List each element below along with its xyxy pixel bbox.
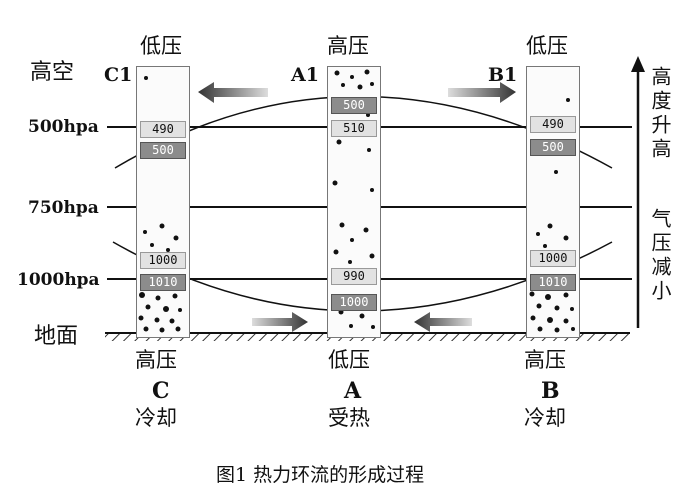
label-bottom-b: 高压: [524, 348, 566, 372]
value-a-500: 500: [331, 97, 377, 114]
air-column-b: [526, 66, 580, 338]
value-c-1010: 1010: [140, 274, 186, 291]
figure-caption: 图1 热力环流的形成过程: [216, 464, 425, 486]
value-c-1000: 1000: [140, 252, 186, 269]
label-high-altitude: 高空: [30, 60, 75, 85]
height-axis-arrowhead: [631, 56, 645, 72]
value-a-510: 510: [331, 120, 377, 137]
label-level-750: 750hpa: [28, 198, 99, 218]
point-letter-c: C: [152, 378, 170, 404]
label-bottom-c: 高压: [135, 348, 177, 372]
label-top-c: 低压: [140, 34, 182, 58]
point-label-c1: C1: [104, 64, 133, 86]
point-letter-a: A: [344, 378, 362, 404]
condition-a: 受热: [328, 406, 370, 430]
label-top-b: 低压: [526, 34, 568, 58]
value-a-1000: 1000: [331, 294, 377, 311]
air-column-c: [136, 66, 190, 338]
value-b-500: 500: [530, 139, 576, 156]
point-label-b1: B1: [488, 64, 518, 86]
arrow-upper-left: [198, 82, 268, 103]
point-label-a1: A1: [291, 64, 319, 86]
label-top-a: 高压: [327, 34, 369, 58]
label-level-1000: 1000hpa: [17, 270, 100, 290]
label-bottom-a: 低压: [328, 348, 370, 372]
label-pressure-decreases: 气压减小: [648, 208, 672, 304]
value-b-490: 490: [530, 116, 576, 133]
value-b-1010: 1010: [530, 274, 576, 291]
arrow-lower-right: [252, 312, 308, 332]
arrow-upper-right: [448, 82, 516, 103]
value-c-490: 490: [140, 121, 186, 138]
value-c-500: 500: [140, 142, 186, 159]
value-b-1000: 1000: [530, 250, 576, 267]
label-height-rises: 高度升高: [648, 66, 672, 162]
condition-c: 冷却: [135, 406, 177, 430]
condition-b: 冷却: [524, 406, 566, 430]
arrow-lower-left: [414, 312, 472, 332]
value-a-990: 990: [331, 268, 377, 285]
label-ground: 地面: [34, 324, 79, 349]
label-level-500: 500hpa: [28, 117, 99, 137]
point-letter-b: B: [541, 378, 560, 404]
